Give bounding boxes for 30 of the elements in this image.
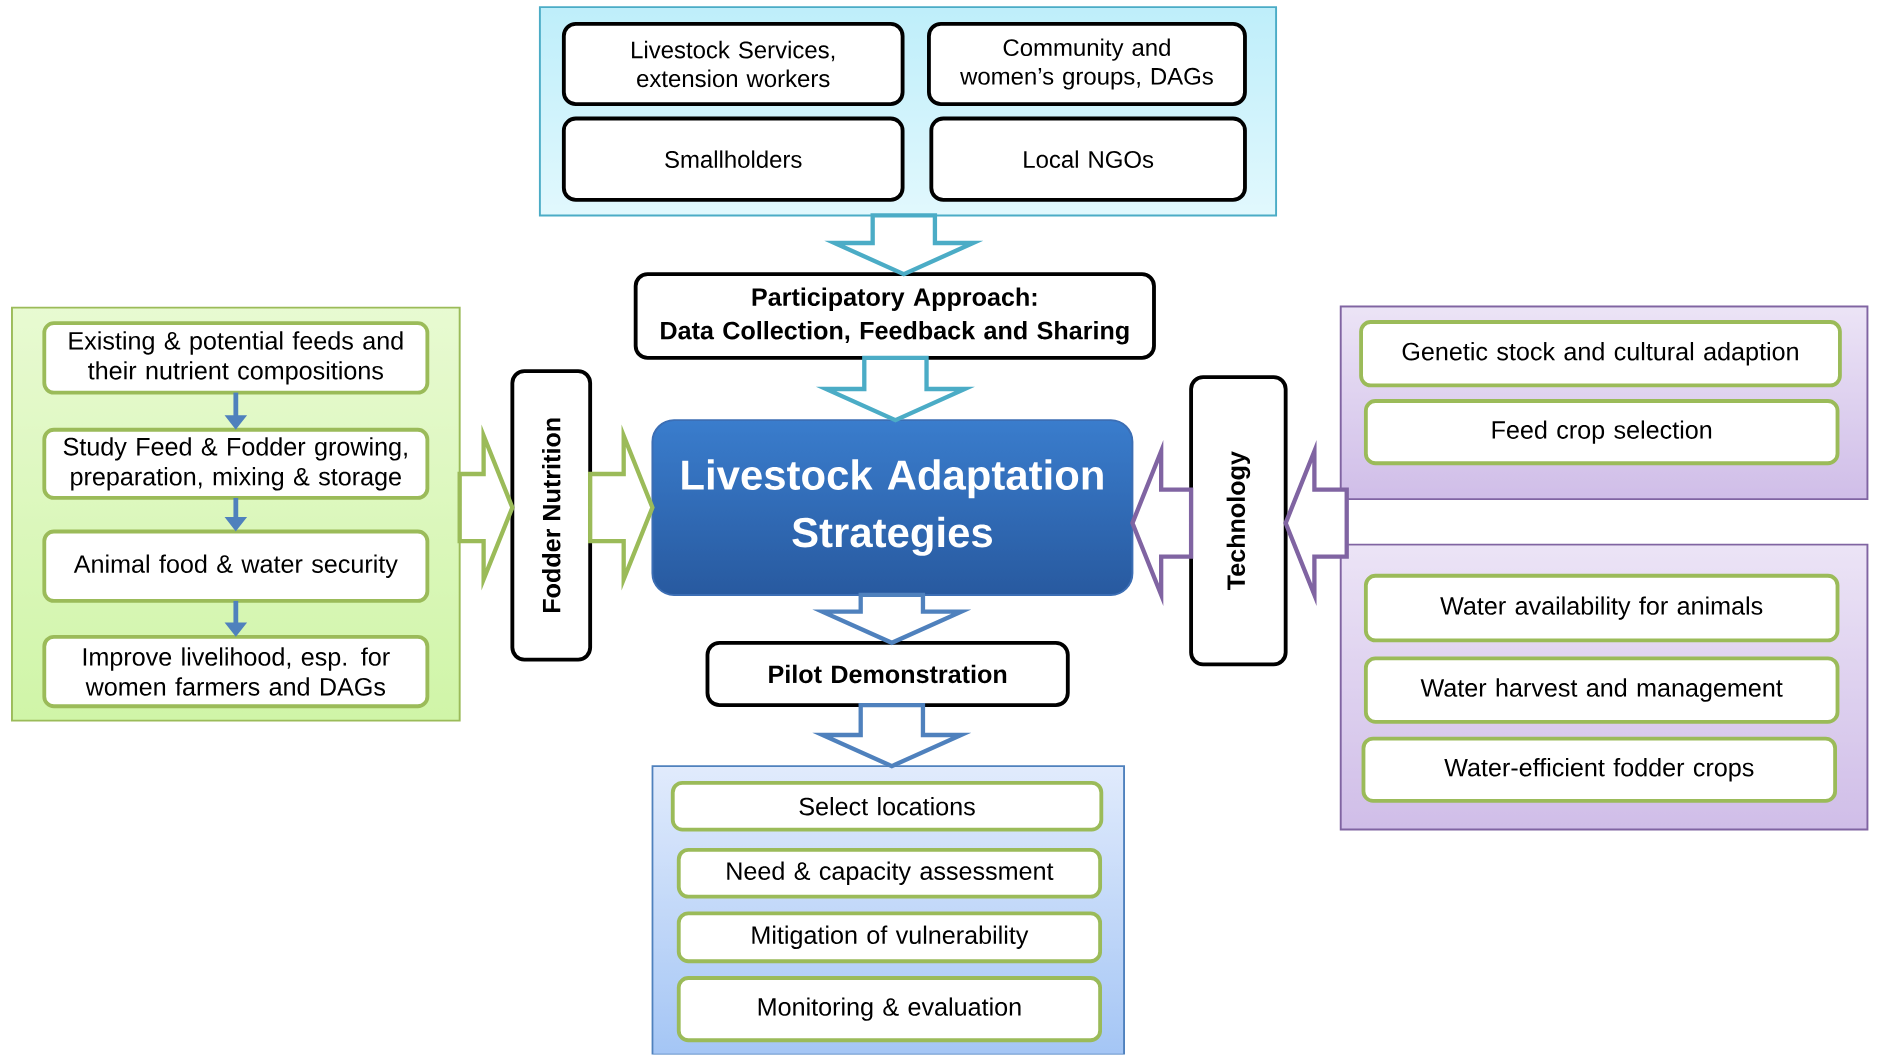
block-arrow (812, 703, 972, 769)
step-box: Animal food & water security (42, 529, 430, 604)
block-arrow (1130, 440, 1194, 607)
label-box: Local NGOs (929, 116, 1247, 202)
block-arrow (812, 592, 972, 646)
step-box: Water availability for animals (1363, 574, 1840, 643)
step-box: Water harvest and management (1363, 656, 1840, 724)
title-box: Livestock Adaptation Strategies (651, 419, 1134, 597)
step-box: Water-efficient fodder crops (1361, 736, 1838, 803)
label-box: Smallholders (561, 116, 905, 202)
side-label-box: Technology (1189, 375, 1288, 667)
block-arrow (457, 424, 515, 591)
block-arrow (1283, 440, 1349, 607)
block-arrow (588, 424, 655, 591)
step-box: Study Feed & Fodder growing, preparation, mixing & storage (42, 428, 430, 501)
block-arrow (824, 213, 984, 277)
block-arrow (815, 355, 975, 423)
step-box: Mitigation of vulnerability (676, 911, 1103, 964)
step-box: Improve livelihood, esp. for women farmers and DAGs (42, 635, 430, 709)
step-box: Need & capacity assessment (676, 848, 1103, 899)
step-box: Monitoring & evaluation (676, 976, 1103, 1043)
step-box: Feed crop selection (1363, 399, 1840, 466)
label-box: Livestock Services, extension workers (561, 22, 905, 107)
step-box: Genetic stock and cultural adaption (1359, 320, 1842, 388)
side-label-box: Fodder Nutrition (510, 369, 593, 662)
label-box: Participatory Approach: Data Collection, Feedback and Sharing (633, 272, 1156, 360)
label-box: Pilot Demonstration (705, 641, 1070, 708)
label-box: Community and women’s groups, DAGs (927, 22, 1247, 107)
step-box: Existing & potential feeds and their nutrient compositions (42, 321, 430, 395)
step-box: Select locations (670, 781, 1104, 832)
